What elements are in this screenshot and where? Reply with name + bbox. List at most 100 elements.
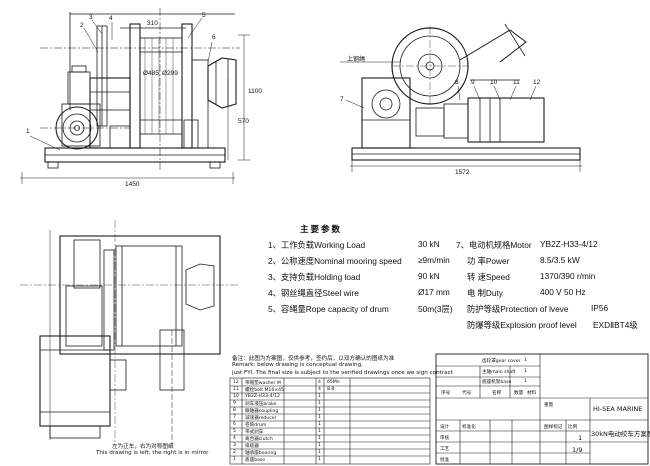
callout-8: 8 (455, 79, 459, 86)
tb-label-scale: 比例 (568, 425, 578, 430)
part-qty: 1 (318, 450, 321, 455)
dimension-d485: Ø485 (143, 70, 159, 77)
tb-label-name: 名称 (492, 391, 502, 396)
drawing-title: 30kN电动绞车方案图 (591, 430, 650, 438)
tb-label-weight: 重量 (544, 403, 554, 408)
part-no: 8 (233, 408, 236, 413)
part-no: 4 (233, 436, 236, 441)
mirror-note-en: This drawing is left, the right is in mi… (96, 450, 209, 456)
spec-value2-3: 1370/390 r/min (540, 271, 596, 281)
callout-12: 12 (533, 79, 541, 86)
dimension-1572: 1572 (455, 169, 470, 176)
part-name: 刹车液压brake (245, 402, 277, 407)
part-name: 联轴器coupling (245, 409, 279, 414)
part-name: 带帽垫washer M (245, 381, 281, 386)
part-no: 10 (233, 394, 239, 399)
spec-value2-4: 400 V 50 Hz (540, 287, 586, 297)
part-no: 7 (233, 415, 236, 420)
spec-label-2: 2、公称速度Nominal mooring speed (268, 256, 402, 266)
part-qty: 1 (318, 443, 321, 448)
plan-view (20, 220, 240, 448)
callout-2: 2 (80, 22, 84, 29)
spec-label-3: 3、支持负载Holding load (268, 272, 361, 282)
part-qty: 1 (318, 422, 321, 427)
spec-label2-6: 防爆等级Explosion proof level (467, 320, 577, 330)
front-view (20, 8, 250, 184)
part-name: 带式刹车 (245, 430, 264, 435)
dimension-d299: Ø299 (162, 70, 178, 77)
spec-value2-1: YB2Z-H33-4/12 (540, 239, 598, 249)
part-no: 3 (233, 443, 236, 448)
dimension-1100: 1100 (248, 88, 262, 95)
scale-value: 1 (578, 434, 583, 442)
spec-label2-3: 转 速Speed (467, 272, 510, 282)
part-name: 轴承座bearing (245, 451, 277, 456)
spec-label-4: 4、钢丝绳直径Steel wire (268, 288, 359, 298)
part-name: 螺栓bolt M16×45 (245, 388, 284, 393)
part-name: 底座base (245, 458, 266, 463)
mirror-note-cn: 左为正车，右为对称图纸 (112, 444, 174, 450)
part-qty: 1 (318, 401, 321, 406)
tb-label-check: 审核 (440, 436, 450, 441)
part-no: 6 (233, 422, 236, 427)
spec-label2-4: 电 制Duty (467, 288, 503, 298)
side-rope-label: 上钢绳 (347, 56, 366, 63)
spec-value-3: 90 kN (418, 271, 440, 281)
callout-11: 11 (513, 79, 520, 86)
title-block (435, 353, 649, 465)
side-view (340, 23, 582, 172)
part-no: 1 (233, 457, 236, 462)
spec-label2-5: 防护等级Protection of lveve (467, 304, 569, 314)
callout-7: 7 (340, 96, 344, 103)
tb-label-mat: 材料 (527, 391, 537, 396)
callout-9: 9 (471, 79, 475, 86)
spec-value-2: ≥9m/min (418, 255, 450, 265)
specs-title: 主要参数 (300, 225, 343, 235)
part-qty: 1 (318, 408, 321, 413)
callout-1: 1 (26, 128, 30, 135)
top-part-2: 主轴main shaft (482, 370, 516, 375)
spec-value2-6: EXDⅡBT4级 (593, 320, 638, 330)
sheet-number: 1/9 (572, 446, 583, 454)
part-name: 卷筒drum (245, 423, 267, 428)
tb-label-marking: 图样标记 (544, 425, 563, 430)
spec-value2-2: 8.5/3.5 kW (540, 255, 580, 265)
part-no: 2 (233, 450, 236, 455)
spec-value-5: 50m(3层) (418, 304, 453, 314)
callout-6: 6 (212, 34, 216, 41)
part-qty: 4 (318, 380, 321, 385)
part-name: 排缆器 (245, 444, 259, 449)
dimension-1450: 1450 (125, 181, 140, 188)
company-name: HI-SEA MARINE (593, 405, 643, 413)
part-name: YB2Z-H33-4/12 (245, 394, 280, 399)
spec-label-1: 1、工作负载Working Load (268, 240, 366, 250)
callout-3: 3 (89, 14, 93, 21)
remark-en-2: just FYI. The final size is subject to t… (232, 370, 453, 376)
spec-value-1: 30 kN (418, 239, 440, 249)
top-part-1-qty: 1 (524, 358, 527, 363)
part-name: 减速器reducer (245, 416, 277, 421)
part-qty: 1 (318, 429, 321, 434)
tb-label-approve: 批准 (440, 458, 450, 463)
part-qty: 1 (318, 415, 321, 420)
callout-leaders (29, 17, 537, 151)
callout-4: 4 (109, 15, 113, 22)
spec-label2-2: 功 率Power (467, 256, 510, 266)
part-qty: 1 (318, 394, 321, 399)
remark-en-1: Remark: below drawing is conceptual draw… (232, 362, 363, 368)
tb-label-code: 代号 (462, 391, 472, 396)
tb-label-design: 设计 (440, 425, 450, 430)
part-qty: 4 (318, 387, 321, 392)
part-no: 9 (233, 401, 236, 406)
spec-value-4: Ø17 mm (418, 287, 450, 297)
part-no: 11 (233, 387, 239, 392)
dimension-570: 570 (238, 118, 249, 125)
top-part-2-qty: 1 (524, 369, 527, 374)
tb-label-no: 序号 (441, 391, 451, 396)
dimension-310: 310 (147, 20, 158, 27)
part-qty: 1 (318, 436, 321, 441)
top-part-1: 齿轮罩gear cover (482, 359, 521, 364)
part-no: 12 (233, 380, 239, 385)
part-name: 离合器clutch (245, 437, 273, 442)
